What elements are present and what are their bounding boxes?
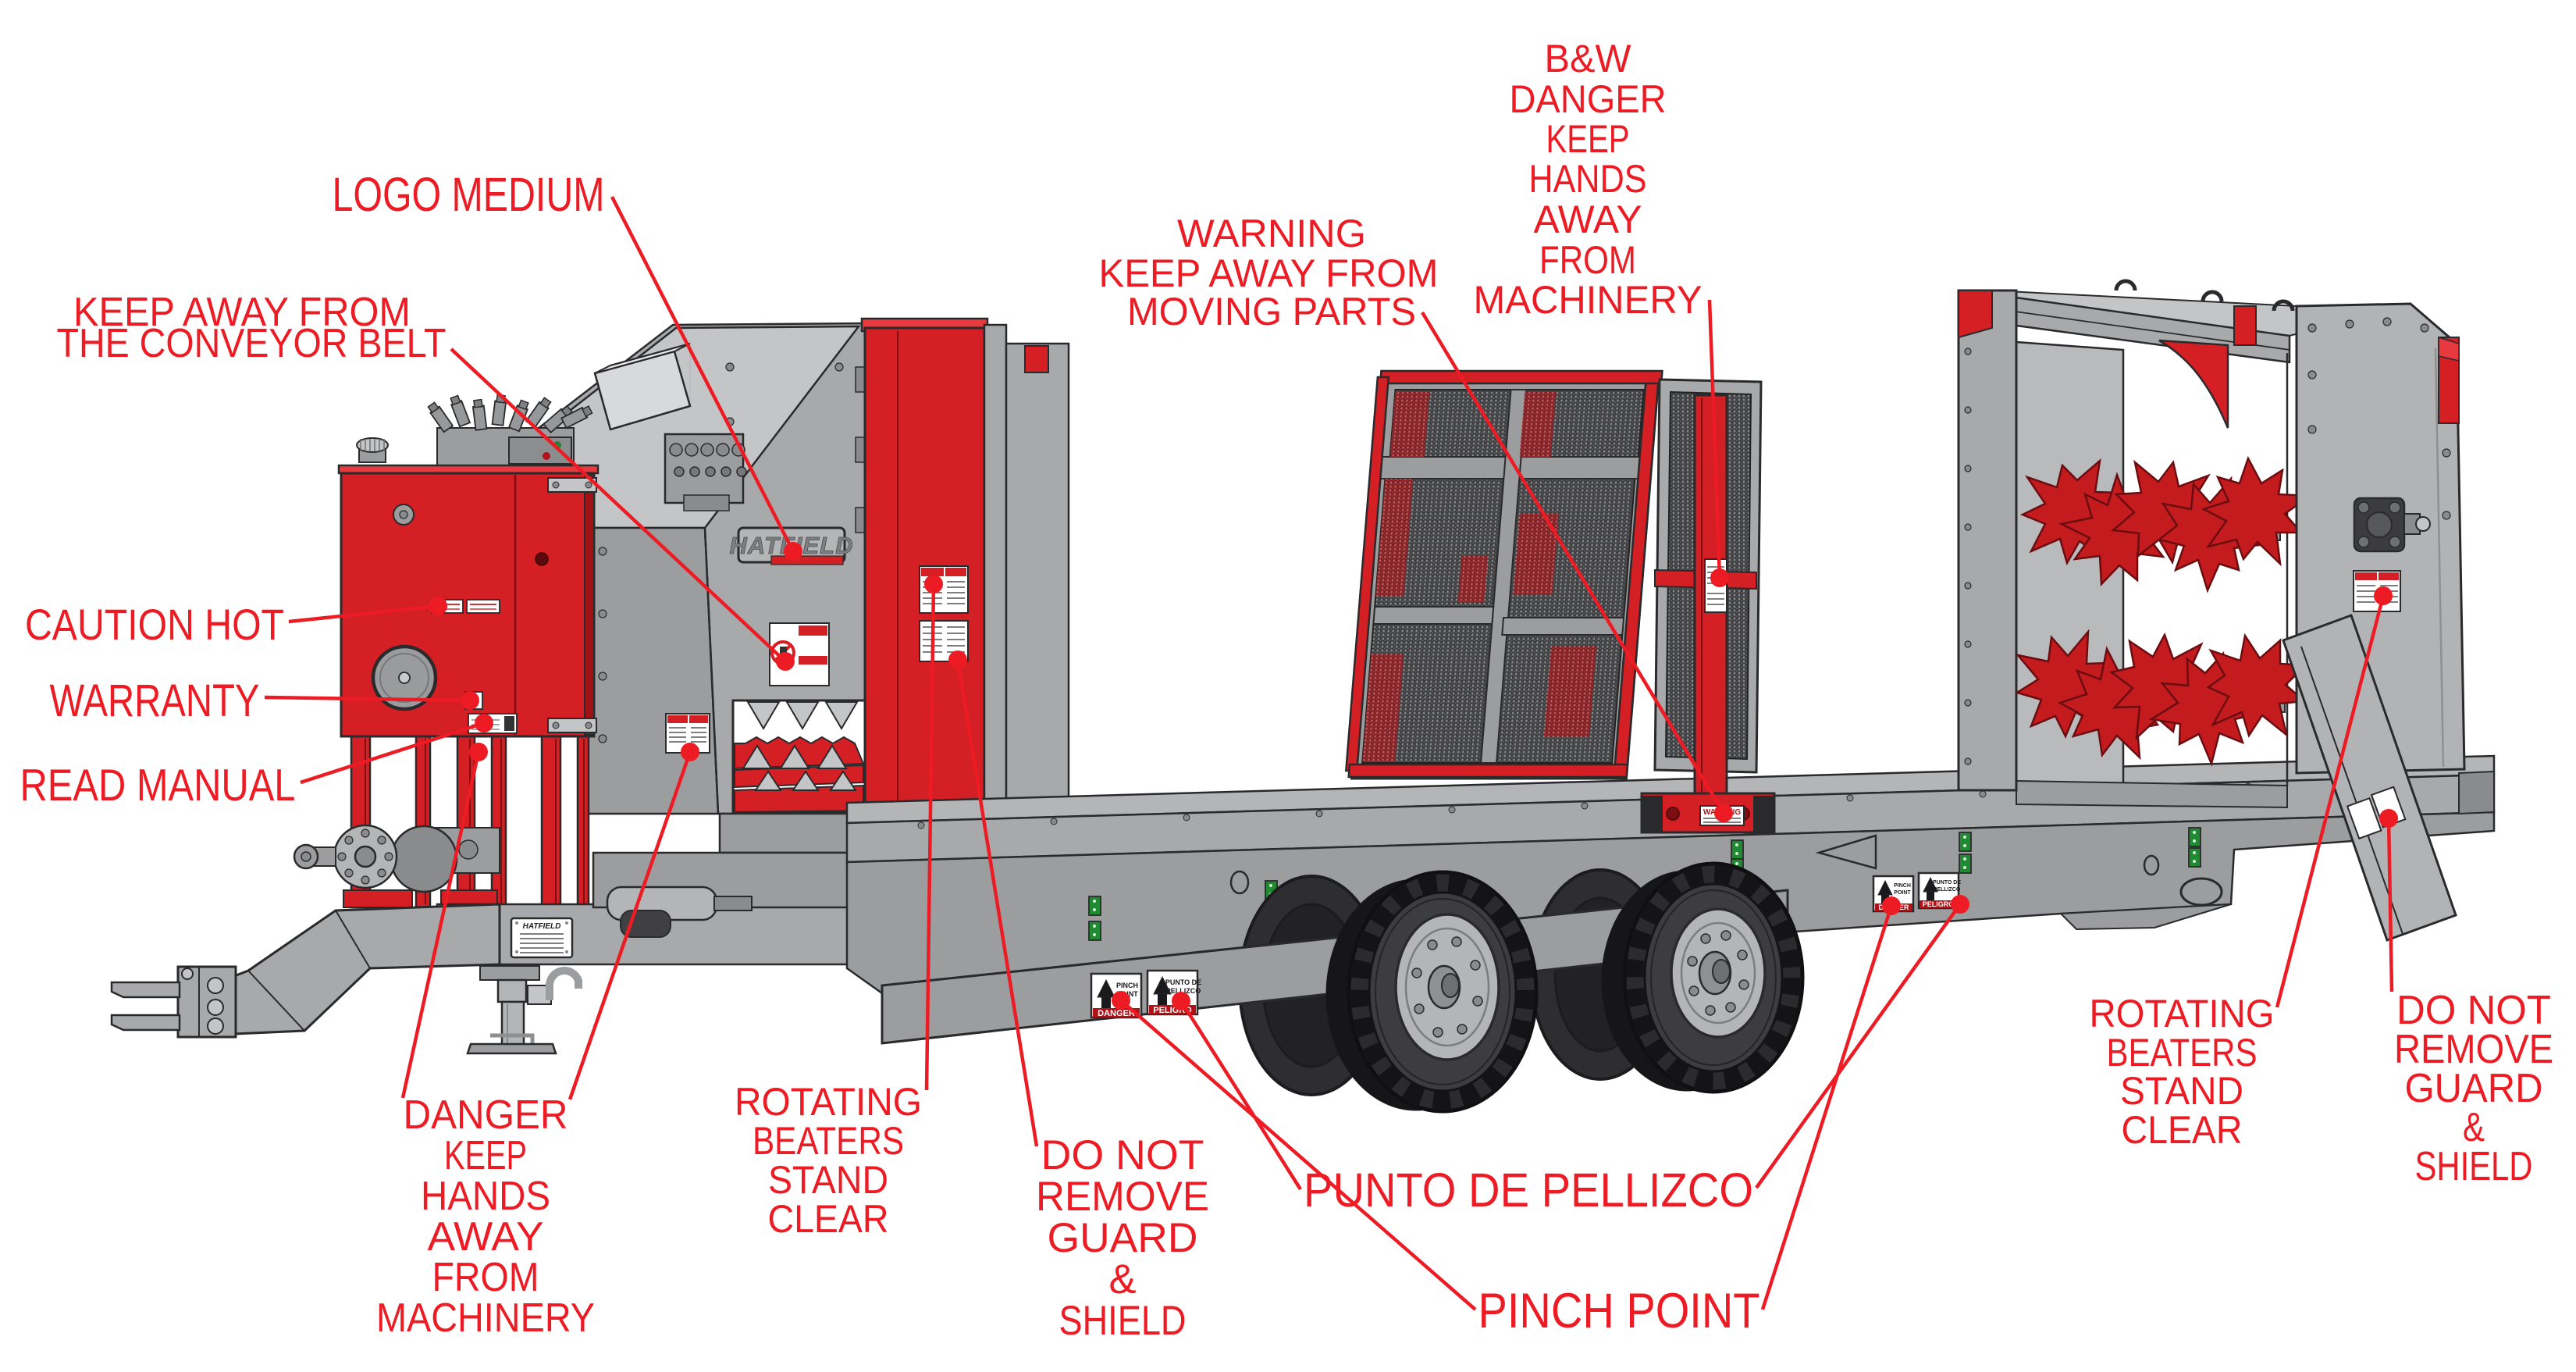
- svg-text:PINCH: PINCH: [1116, 982, 1138, 989]
- svg-text:GUARD: GUARD: [1048, 1215, 1198, 1261]
- svg-text:WARRANTY: WARRANTY: [50, 675, 260, 726]
- svg-text:GUARD: GUARD: [2405, 1065, 2543, 1110]
- svg-text:FROM: FROM: [1539, 237, 1636, 282]
- svg-text:PELIGRO: PELIGRO: [1923, 900, 1955, 908]
- svg-text:DANGER: DANGER: [404, 1092, 568, 1137]
- svg-text:CLEAR: CLEAR: [2122, 1107, 2243, 1152]
- svg-text:FROM: FROM: [432, 1254, 539, 1299]
- svg-text:KEEP AWAY FROM: KEEP AWAY FROM: [73, 289, 411, 334]
- svg-text:SHIELD: SHIELD: [2415, 1143, 2533, 1188]
- svg-text:PUNTO DE: PUNTO DE: [1165, 978, 1201, 986]
- svg-text:READ MANUAL: READ MANUAL: [20, 761, 296, 811]
- svg-text:MACHINERY: MACHINERY: [376, 1295, 595, 1340]
- svg-text:CAUTION HOT: CAUTION HOT: [25, 600, 284, 649]
- svg-text:THE CONVEYOR BELT: THE CONVEYOR BELT: [57, 320, 447, 365]
- svg-text:PINCH: PINCH: [1894, 883, 1911, 889]
- svg-text:WARNING: WARNING: [1177, 211, 1366, 255]
- svg-text:SHIELD: SHIELD: [1059, 1298, 1187, 1344]
- svg-text:MACHINERY: MACHINERY: [1474, 277, 1703, 322]
- svg-text:KEEP: KEEP: [444, 1132, 527, 1178]
- svg-text:BEATERS: BEATERS: [753, 1118, 904, 1163]
- svg-text:B&W: B&W: [1545, 36, 1632, 80]
- svg-text:DO NOT: DO NOT: [1041, 1132, 1204, 1178]
- svg-text:STAND: STAND: [2120, 1068, 2243, 1113]
- svg-text:DANGER: DANGER: [1098, 1009, 1135, 1018]
- svg-text:BEATERS: BEATERS: [2107, 1030, 2258, 1074]
- svg-text:KEEP AWAY FROM: KEEP AWAY FROM: [1099, 251, 1439, 295]
- svg-text:MOVING PARTS: MOVING PARTS: [1127, 289, 1416, 333]
- svg-text:ROTATING: ROTATING: [735, 1079, 922, 1124]
- svg-text:POINT: POINT: [1894, 890, 1911, 896]
- svg-text:HATFIELD: HATFIELD: [523, 922, 561, 931]
- svg-text:AWAY: AWAY: [1534, 197, 1642, 241]
- svg-text:AWAY: AWAY: [428, 1213, 544, 1259]
- svg-text:ROTATING: ROTATING: [2090, 991, 2275, 1035]
- svg-text:PUNTO DE: PUNTO DE: [1933, 880, 1961, 886]
- svg-text:&: &: [2463, 1104, 2485, 1149]
- svg-text:KEEP: KEEP: [1546, 116, 1630, 161]
- svg-text:DANGER: DANGER: [1510, 77, 1667, 121]
- svg-text:PINCH POINT: PINCH POINT: [1478, 1284, 1760, 1338]
- svg-text:REMOVE: REMOVE: [1036, 1174, 1209, 1220]
- svg-text:PELLIZCO: PELLIZCO: [1934, 887, 1961, 893]
- svg-text:STAND: STAND: [768, 1157, 888, 1202]
- svg-text:PELLIZCO: PELLIZCO: [1166, 987, 1201, 995]
- svg-text:DO NOT: DO NOT: [2396, 987, 2551, 1032]
- svg-text:&: &: [1109, 1256, 1137, 1303]
- svg-text:HANDS: HANDS: [421, 1173, 550, 1218]
- svg-text:PUNTO DE PELLIZCO: PUNTO DE PELLIZCO: [1304, 1164, 1753, 1217]
- svg-text:CLEAR: CLEAR: [768, 1196, 889, 1241]
- svg-text:LOGO MEDIUM: LOGO MEDIUM: [333, 168, 605, 222]
- svg-text:HANDS: HANDS: [1529, 156, 1647, 201]
- svg-text:REMOVE: REMOVE: [2394, 1026, 2553, 1071]
